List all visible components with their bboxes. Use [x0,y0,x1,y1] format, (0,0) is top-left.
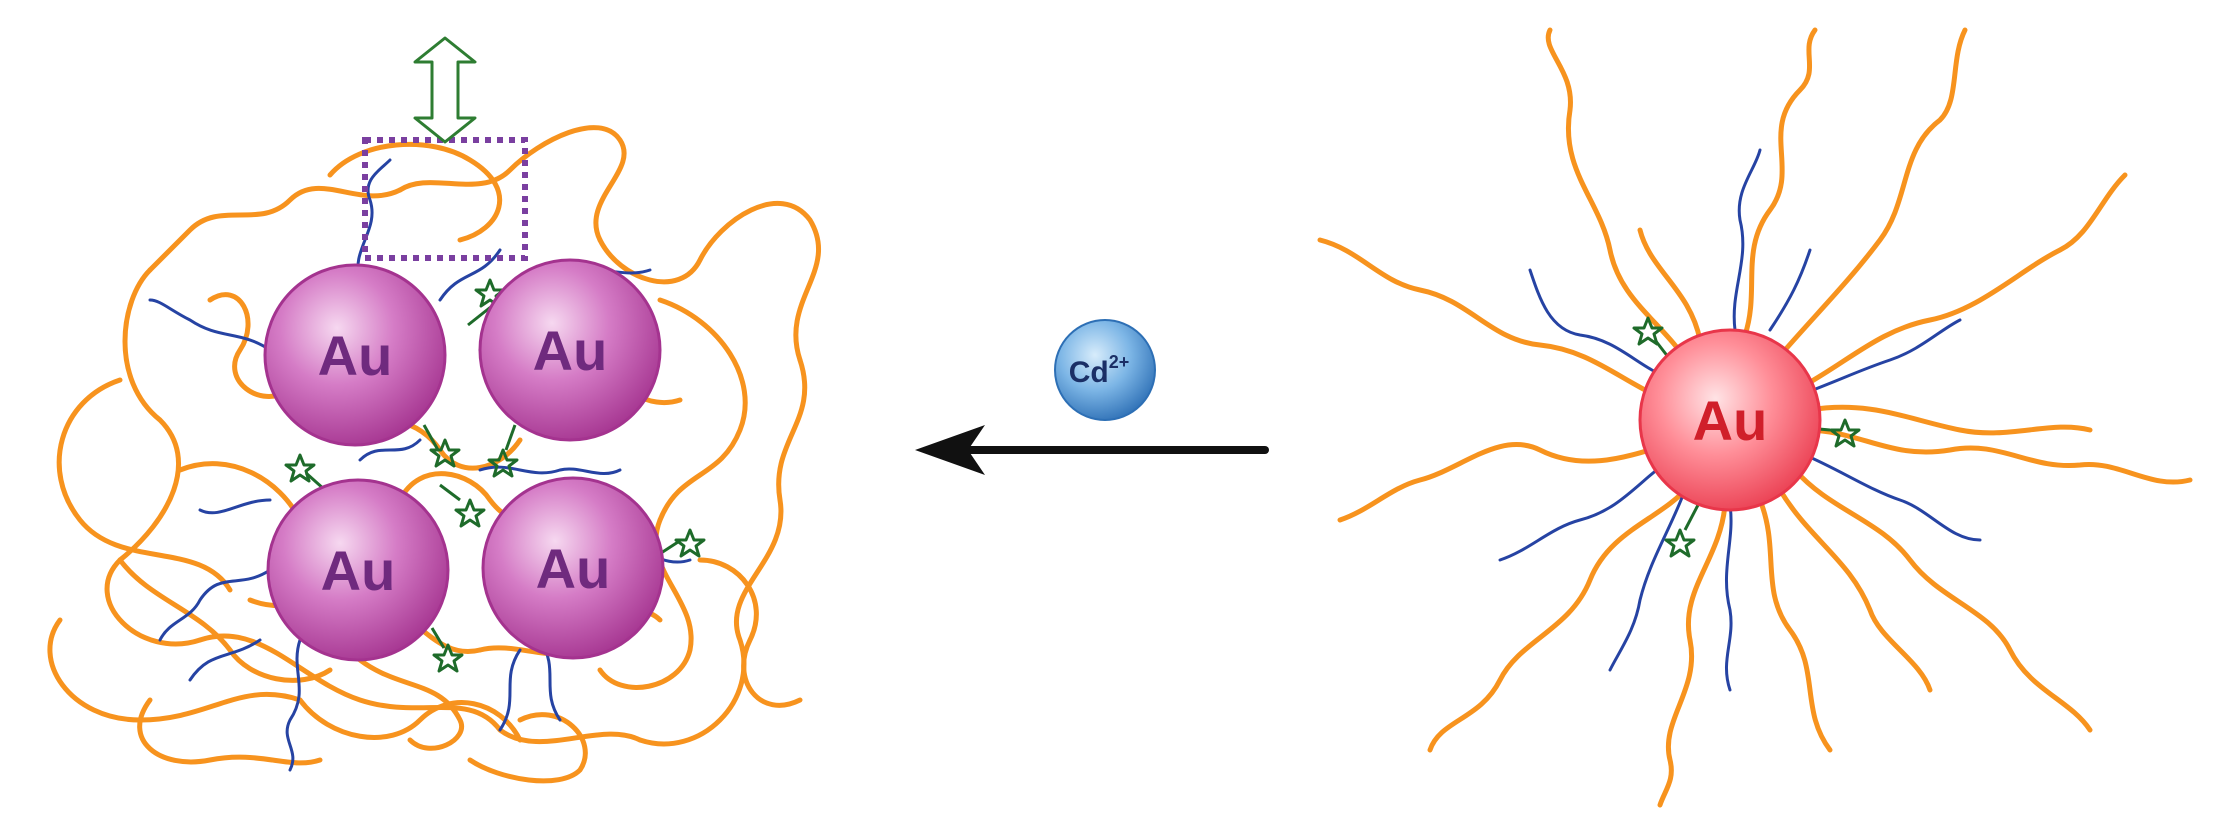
ligand-corona [1498,148,1982,692]
polymer-corona [1317,27,2193,808]
particle-label: Au [533,319,608,382]
dispersed-particle: Au [1317,27,2193,808]
particle-label: Au [318,324,393,387]
zoom-box [362,137,528,261]
gold-nanoparticle: Au [263,263,447,447]
cadmium-ion: Cd2+ [1054,319,1156,421]
ion-charge: 2+ [1109,352,1130,372]
ion-label: Cd2+ [1069,352,1130,389]
gold-nanoparticle-single: Au [1638,328,1822,512]
zoom-indicator [362,36,528,261]
aggregated-cluster: Au Au Au Au [47,36,822,784]
particle-label: Au [1693,389,1768,452]
gold-nanoparticle: Au [478,258,662,442]
reaction-arrow [915,425,1269,475]
gold-nanoparticle: Au [266,478,450,662]
double-arrow-icon [413,36,477,144]
arrow-left-icon [915,425,985,475]
linker-stars-corona [1632,316,1861,558]
linker-stars-cluster [284,278,706,673]
particle-label: Au [321,539,396,602]
ion-symbol: Cd [1069,356,1109,389]
particle-label: Au [536,537,611,600]
gold-nanoparticle: Au [481,476,665,660]
